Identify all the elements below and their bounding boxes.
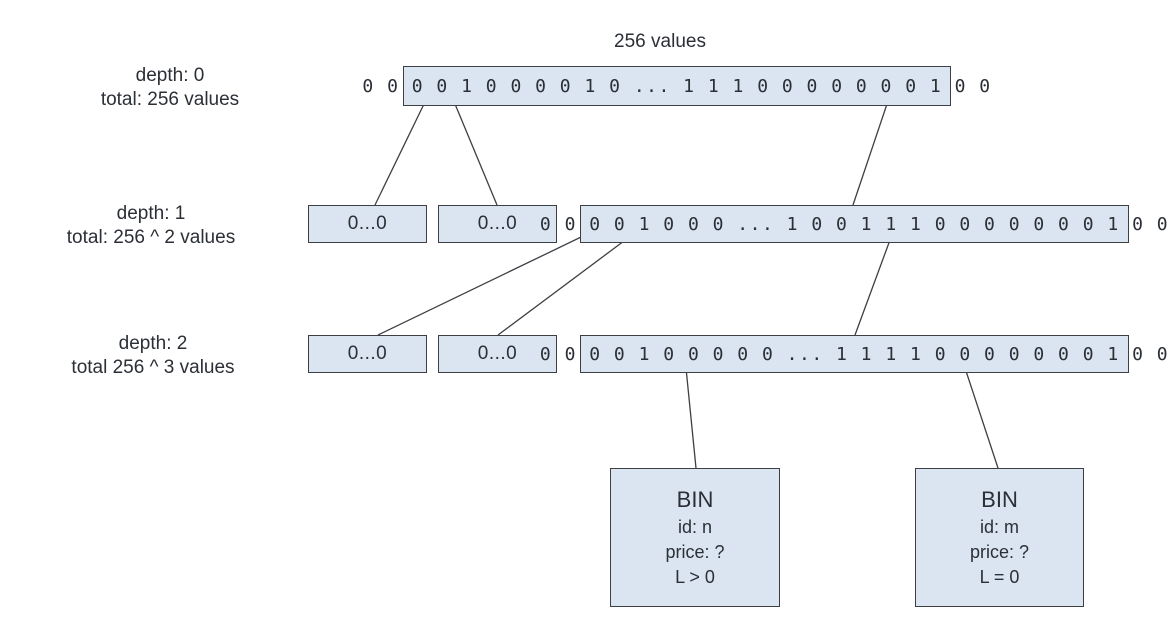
depth-2-label: depth: 2 total 256 ^ 3 values	[22, 332, 284, 380]
bin-n-id: id: n	[677, 517, 713, 537]
bin-m-title: BIN	[981, 487, 1018, 512]
depth-2-bitmap-box: 0 0 0 0 1 0 0 0 0 0 ... 1 1 1 1 0 0 0 0 …	[540, 335, 1168, 373]
bin-n-price: price: ?	[665, 542, 725, 562]
bin-n: BIN id: n price: ? L > 0	[610, 468, 780, 607]
bin-n-liquidity: L > 0	[675, 567, 715, 587]
depth-0-depth-line: depth: 0	[135, 65, 205, 86]
depth-1-depth-line: depth: 1	[116, 203, 186, 224]
bin-m-price: price: ?	[969, 542, 1030, 562]
depth-2-empty-box-2: 0...0	[438, 335, 557, 373]
connector-d0-to-d1-box3	[852, 103, 888, 206]
connector-d0-to-d1-box2	[454, 103, 498, 206]
depth-0-bitmap-box: 0 0 0 0 1 0 0 0 0 1 0 ... 1 1 1 0 0 0 0 …	[362, 66, 990, 106]
connector-d0-to-d1-box1	[374, 103, 425, 206]
depth-1-empty-box-1: 0...0	[308, 205, 427, 243]
connector-d1-to-d2-box3	[854, 239, 891, 336]
depth-2-empty-box-1: 0...0	[308, 335, 427, 373]
connector-d2-to-bin-m	[964, 367, 999, 469]
bin-m: BIN id: m price: ? L = 0	[915, 468, 1084, 607]
depth-2-total-line: total 256 ^ 3 values	[71, 357, 235, 378]
depth-0-total-line: total: 256 values	[100, 89, 240, 110]
depth-0-label: depth: 0 total: 256 values	[60, 64, 280, 112]
depth-1-bitmap-box: 0 0 0 0 1 0 0 0 ... 1 0 0 1 1 1 0 0 0 0 …	[540, 205, 1168, 243]
bin-m-liquidity: L = 0	[979, 567, 1020, 587]
bin-m-id: id: m	[979, 517, 1019, 537]
bin-n-title: BIN	[676, 487, 714, 512]
connector-d1-to-d2-box2	[497, 234, 633, 336]
top-values-label: 256 values	[614, 31, 706, 52]
depth-2-depth-line: depth: 2	[118, 333, 188, 354]
depth-1-total-line: total: 256 ^ 2 values	[66, 227, 236, 248]
depth-1-empty-box-2: 0...0	[438, 205, 557, 243]
depth-1-label: depth: 1 total: 256 ^ 2 values	[20, 202, 282, 250]
connector-d2-to-bin-n	[685, 367, 697, 469]
